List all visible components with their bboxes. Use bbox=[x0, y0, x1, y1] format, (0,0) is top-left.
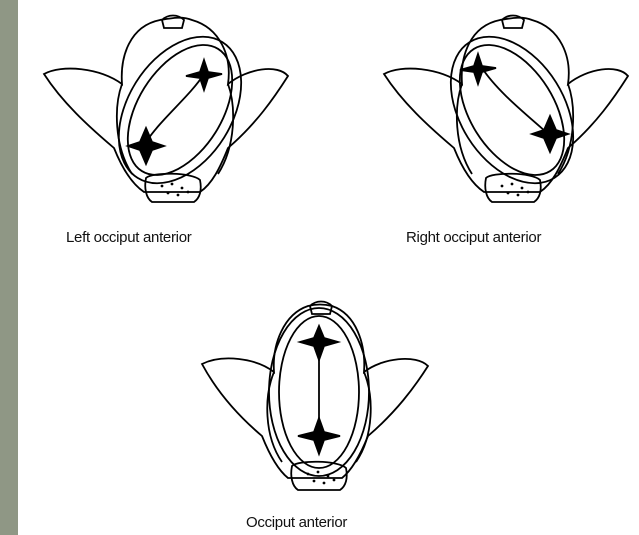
pelvis-outline bbox=[44, 18, 288, 192]
sacrum bbox=[145, 174, 201, 202]
sagittal-suture bbox=[146, 74, 204, 142]
pelvis-outline bbox=[384, 18, 628, 192]
pelvis-outline bbox=[202, 305, 428, 479]
caption-left-occiput-anterior: Left occiput anterior bbox=[66, 229, 191, 246]
anterior-fontanelle bbox=[298, 418, 340, 454]
figure-panel: Left occiput anterior bbox=[18, 0, 639, 535]
caption-occiput-anterior: Occiput anterior bbox=[246, 514, 347, 531]
sagittal-suture bbox=[482, 68, 546, 132]
pelvis-diagram-occiput-anterior bbox=[188, 290, 438, 500]
posterior-fontanelle bbox=[300, 326, 338, 360]
posterior-fontanelle bbox=[128, 128, 164, 164]
caption-right-occiput-anterior: Right occiput anterior bbox=[406, 229, 541, 246]
anterior-fontanelle bbox=[186, 60, 222, 90]
fetal-head bbox=[94, 15, 267, 206]
pelvis-diagram-left-occiput-anterior bbox=[22, 6, 302, 211]
pelvis-diagram-right-occiput-anterior bbox=[362, 6, 639, 211]
fetal-head bbox=[269, 308, 369, 476]
